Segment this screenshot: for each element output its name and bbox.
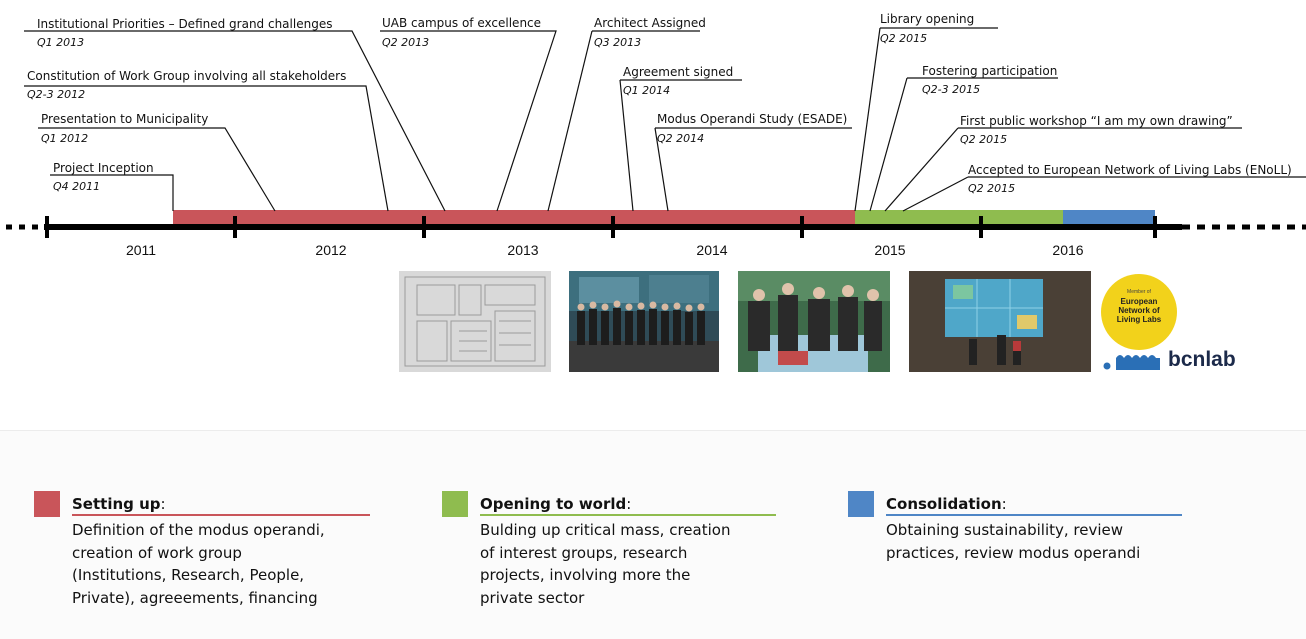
event-title: Agreement signed bbox=[623, 65, 733, 79]
year-label: 2015 bbox=[874, 242, 905, 258]
event-title: Library opening bbox=[880, 12, 974, 26]
event-title: Modus Operandi Study (ESADE) bbox=[657, 112, 847, 126]
group-photo-image bbox=[569, 271, 719, 372]
event-leaders bbox=[24, 27, 1306, 212]
enoll-member-badge: Member of European Network of Living Lab… bbox=[1101, 274, 1177, 350]
leader-presentation bbox=[38, 127, 276, 212]
bcnlab-logo: bcnlab bbox=[1102, 348, 1252, 374]
phase-color-swatch bbox=[848, 491, 874, 517]
bcnlab-logo-mark bbox=[1103, 355, 1160, 370]
leader-modus-drop bbox=[654, 127, 669, 212]
phase-bar-setting-up bbox=[173, 210, 855, 224]
year-label: 2011 bbox=[126, 242, 156, 258]
year-label: 2014 bbox=[696, 242, 727, 258]
phase-underline bbox=[480, 514, 776, 516]
leader-institutional-priorities bbox=[24, 30, 446, 212]
phase-bar-consolidation bbox=[1063, 210, 1155, 224]
phase-color-swatch bbox=[442, 491, 468, 517]
phase-underline bbox=[886, 514, 1182, 516]
event-date: Q2-3 2012 bbox=[27, 88, 85, 101]
event-date: Q4 2011 bbox=[53, 180, 100, 193]
event-date: Q2 2013 bbox=[382, 36, 429, 49]
phase-title: Consolidation: bbox=[886, 495, 1007, 513]
year-label: 2012 bbox=[315, 242, 346, 258]
badge-small-text: Member of bbox=[1127, 289, 1151, 295]
leader-enoll-drop bbox=[902, 176, 969, 212]
event-title: First public workshop “I am my own drawi… bbox=[960, 114, 1233, 128]
workshop-photo-image bbox=[738, 271, 890, 372]
leader-architect-drop bbox=[547, 30, 593, 212]
phases-legend-panel: Setting up: Definition of the modus oper… bbox=[0, 430, 1306, 639]
event-title: Constitution of Work Group involving all… bbox=[27, 69, 346, 83]
event-date: Q3 2013 bbox=[594, 36, 641, 49]
event-title: Accepted to European Network of Living L… bbox=[968, 163, 1292, 177]
event-date: Q1 2014 bbox=[623, 84, 670, 97]
leader-work-group bbox=[24, 85, 389, 212]
phase-description: Obtaining sustainability, review practic… bbox=[886, 521, 1141, 562]
leader-library-drop bbox=[854, 27, 881, 212]
phase-bar-opening bbox=[855, 210, 1063, 224]
leader-agreement-drop bbox=[619, 79, 634, 212]
event-date: Q2 2015 bbox=[880, 32, 927, 45]
phase-title: Setting up: bbox=[72, 495, 166, 513]
event-date: Q2-3 2015 bbox=[922, 83, 980, 96]
phase-description: Bulding up critical mass, creation of in… bbox=[480, 521, 731, 607]
event-title: Presentation to Municipality bbox=[41, 112, 208, 126]
event-title: UAB campus of excellence bbox=[382, 16, 541, 30]
badge-main-text: European Network of Living Labs bbox=[1116, 297, 1162, 324]
year-ticks bbox=[45, 216, 1157, 238]
leader-fostering-drop bbox=[869, 77, 908, 212]
event-date: Q1 2013 bbox=[37, 36, 84, 49]
year-label: 2016 bbox=[1052, 242, 1083, 258]
event-title: Institutional Priorities – Defined grand… bbox=[37, 17, 332, 31]
phase-title: Opening to world: bbox=[480, 495, 632, 513]
event-date: Q2 2015 bbox=[960, 133, 1007, 146]
timeline-diagram: 2011 2012 2013 2014 2015 2016 Institutio… bbox=[6, 12, 1306, 258]
video-wall-photo-image bbox=[909, 271, 1091, 372]
phase-underline bbox=[72, 514, 370, 516]
event-date: Q1 2012 bbox=[41, 132, 88, 145]
year-label: 2013 bbox=[507, 242, 538, 258]
bcnlab-logo-text: bcnlab bbox=[1168, 348, 1236, 371]
event-title: Fostering participation bbox=[922, 64, 1057, 78]
floor-plan-image bbox=[399, 271, 551, 372]
leader-uab-campus bbox=[380, 30, 557, 212]
leader-project-inception bbox=[50, 174, 174, 211]
phase-color-swatch bbox=[34, 491, 60, 517]
phase-description: Definition of the modus operandi, creati… bbox=[72, 521, 325, 607]
event-title: Architect Assigned bbox=[594, 16, 706, 30]
event-date: Q2 2014 bbox=[657, 132, 704, 145]
leader-workshop-drop bbox=[884, 127, 959, 212]
event-date: Q2 2015 bbox=[968, 182, 1015, 195]
event-title: Project Inception bbox=[53, 161, 154, 175]
